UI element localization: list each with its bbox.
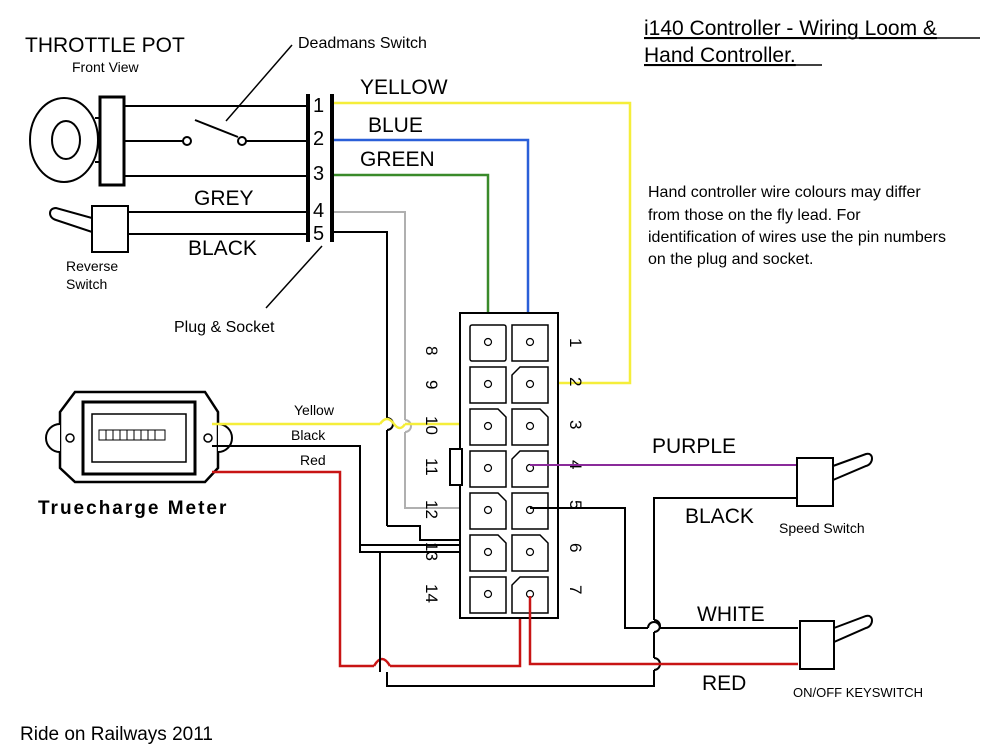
conn-pin-12: 12	[422, 500, 441, 519]
plug-socket	[306, 94, 334, 242]
keyswitch-icon	[799, 614, 873, 670]
plug-pin-1: 1	[313, 95, 324, 117]
reverse-switch-line-1: Reverse	[66, 258, 118, 274]
conn-pin-1: 1	[566, 338, 585, 347]
reverse-switch-line-2: Switch	[66, 276, 107, 292]
truecharge-meter-icon	[45, 390, 233, 484]
meter-black-label: Black	[291, 427, 326, 443]
green-wire-label: GREEN	[360, 148, 435, 171]
reverse-switch-icon	[49, 205, 129, 253]
speed-switch-icon	[796, 452, 873, 507]
conn-pin-10: 10	[422, 416, 441, 435]
conn-pin-3: 3	[566, 420, 585, 429]
conn-pin-2: 2	[566, 377, 585, 386]
speed-switch-label: Speed Switch	[779, 520, 865, 536]
grey-wire-label-left: GREY	[194, 187, 254, 210]
keyswitch-label: ON/OFF KEYSWITCH	[793, 685, 923, 700]
black-wire-label-right: BLACK	[685, 505, 754, 528]
title-line-1: i140 Controller - Wiring Loom &	[644, 17, 937, 40]
conn-pin-11: 11	[422, 458, 441, 476]
purple-wire-label: PURPLE	[652, 435, 736, 458]
conn-pin-7: 7	[566, 585, 585, 594]
footer-credit: Ride on Railways 2011	[20, 724, 213, 745]
throttle-pot-icon	[29, 95, 126, 187]
note-line-4: on the plug and socket.	[648, 251, 813, 268]
conn-pin-5: 5	[566, 500, 585, 509]
title-line-2: Hand Controller.	[644, 44, 796, 67]
conn-pin-14: 14	[422, 584, 441, 603]
meter-red-label: Red	[300, 452, 326, 468]
deadmans-switch-icon	[182, 44, 293, 146]
throttle-pot-label: THROTTLE POT	[25, 34, 185, 57]
blue-wire-label: BLUE	[368, 114, 423, 137]
red-wire-label: RED	[702, 672, 746, 695]
conn-pin-8: 8	[422, 346, 441, 355]
plug-pin-5: 5	[313, 223, 324, 245]
truecharge-meter-label: Truecharge Meter	[38, 498, 228, 519]
white-wire-label: WHITE	[697, 603, 765, 626]
plug-pin-2: 2	[313, 128, 324, 150]
note-line-2: from those on the fly lead. For	[648, 207, 861, 224]
plug-pin-4: 4	[313, 200, 324, 222]
note-line-1: Hand controller wire colours may differ	[648, 184, 921, 201]
conn-pin-6: 6	[566, 543, 585, 552]
throttle-pot-sublabel: Front View	[72, 59, 140, 75]
yellow-wire-label: YELLOW	[360, 76, 448, 99]
note-line-3: identification of wires use the pin numb…	[648, 229, 946, 246]
connector-14-pin	[449, 312, 559, 619]
deadmans-switch-label: Deadmans Switch	[298, 35, 427, 52]
plug-socket-label: Plug & Socket	[174, 319, 275, 336]
plug-pin-3: 3	[313, 163, 324, 185]
conn-pin-9: 9	[422, 380, 441, 389]
conn-pin-13: 13	[422, 542, 441, 561]
meter-yellow-label: Yellow	[294, 402, 335, 418]
black-wire-label-left: BLACK	[188, 237, 257, 260]
